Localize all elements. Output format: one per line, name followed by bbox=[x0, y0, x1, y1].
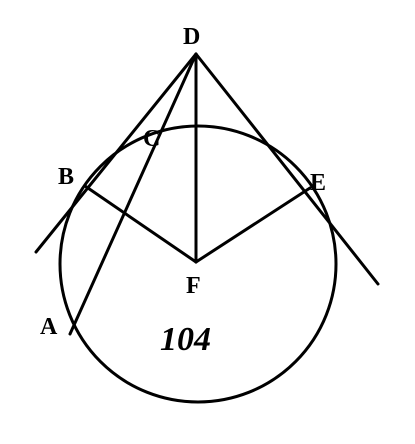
label-point-b: B bbox=[58, 164, 74, 190]
label-point-e: E bbox=[310, 170, 326, 196]
label-point-c: C bbox=[143, 126, 160, 152]
secant-line-da bbox=[68, 52, 198, 336]
figure-number: 104 bbox=[160, 321, 211, 358]
label-point-a: A bbox=[40, 314, 58, 340]
tangent-line-right bbox=[194, 52, 380, 286]
label-point-d: D bbox=[183, 24, 200, 50]
circle bbox=[58, 124, 338, 404]
radius-bf bbox=[83, 184, 198, 264]
tangent-line-left bbox=[34, 52, 198, 254]
label-point-f: F bbox=[186, 273, 201, 299]
radius-ef bbox=[194, 186, 312, 264]
